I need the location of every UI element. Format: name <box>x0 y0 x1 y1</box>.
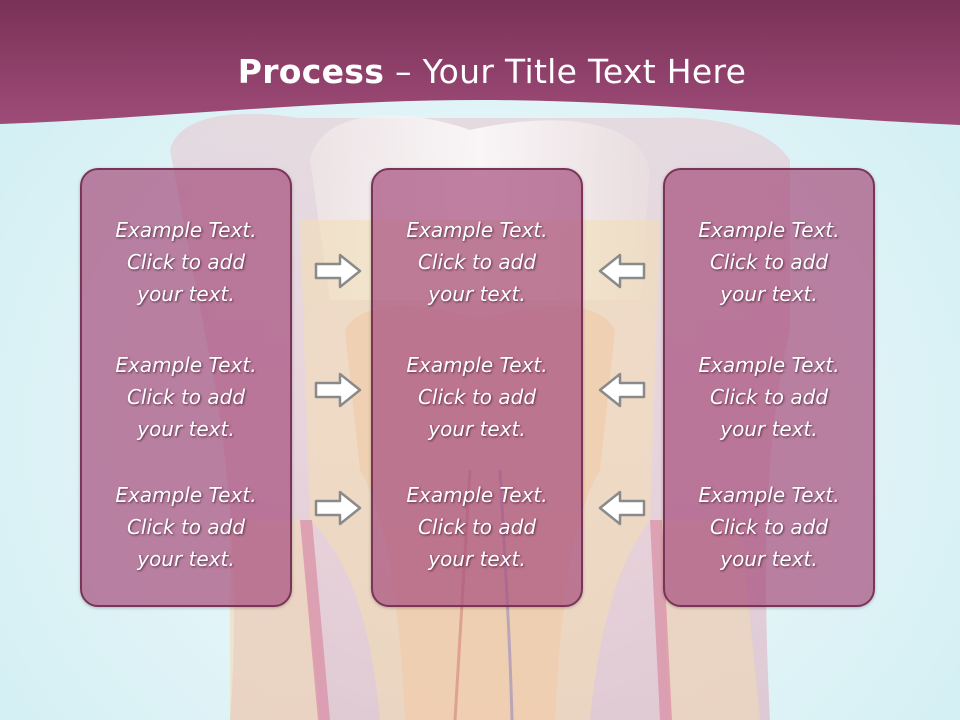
text-placeholder[interactable]: Example Text. Click to add your text. <box>115 218 257 306</box>
header-banner <box>0 0 960 125</box>
process-column-middle[interactable]: Example Text. Click to add your text. Ex… <box>371 168 583 607</box>
arrow-right-icon <box>314 372 362 408</box>
arrow-right-icon <box>314 490 362 526</box>
text-placeholder[interactable]: Example Text. Click to add your text. <box>406 353 548 441</box>
title-bold: Process <box>237 52 385 91</box>
text-placeholder[interactable]: Example Text. Click to add your text. <box>115 483 257 571</box>
text-placeholder[interactable]: Example Text. Click to add your text. <box>698 353 840 441</box>
process-column-right[interactable]: Example Text. Click to add your text. Ex… <box>663 168 875 607</box>
text-placeholder[interactable]: Example Text. Click to add your text. <box>698 483 840 571</box>
process-column-left[interactable]: Example Text. Click to add your text. Ex… <box>80 168 292 607</box>
arrow-left-icon <box>598 490 646 526</box>
text-placeholder[interactable]: Example Text. Click to add your text. <box>406 483 548 571</box>
arrow-right-icon <box>314 253 362 289</box>
arrow-left-icon <box>598 372 646 408</box>
text-placeholder[interactable]: Example Text. Click to add your text. <box>115 353 257 441</box>
arrow-left-icon <box>598 253 646 289</box>
title-rest: Your Title Text Here <box>422 52 747 91</box>
slide-title[interactable]: Process – Your Title Text Here <box>0 52 960 91</box>
text-placeholder[interactable]: Example Text. Click to add your text. <box>406 218 548 306</box>
title-dash: – <box>384 52 423 91</box>
text-placeholder[interactable]: Example Text. Click to add your text. <box>698 218 840 306</box>
